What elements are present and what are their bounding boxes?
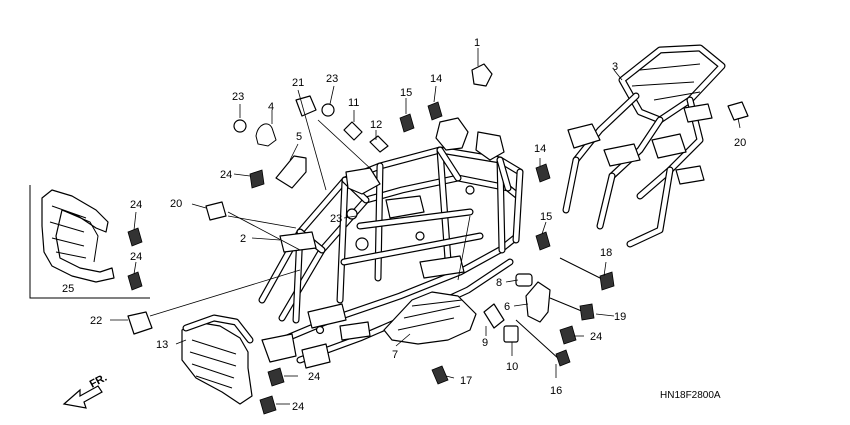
callout-19: 19	[614, 311, 626, 323]
callout-18: 18	[600, 247, 612, 259]
callout-24f: 24	[590, 331, 602, 343]
callout-3: 3	[612, 61, 618, 73]
callout-8: 8	[496, 277, 502, 289]
callout-2: 2	[240, 233, 246, 245]
callout-6: 6	[504, 301, 510, 313]
main-frame	[258, 117, 524, 369]
callout-24c: 24	[130, 251, 142, 263]
callout-11: 11	[348, 97, 359, 109]
callout-23c: 23	[330, 213, 342, 225]
rear-carrier-frame	[562, 44, 726, 248]
callout-17: 17	[460, 375, 472, 387]
callout-24d: 24	[308, 371, 320, 383]
diagram-code: HN18F2800A	[660, 390, 721, 401]
skid-plate	[383, 291, 477, 345]
arrow-icon	[62, 385, 103, 409]
front-guard	[181, 314, 254, 405]
callout-4: 4	[268, 101, 274, 113]
callout-23b: 23	[326, 73, 338, 85]
callout-15b: 15	[540, 211, 552, 223]
front-direction-arrow: FR.	[62, 372, 109, 409]
callout-24e: 24	[292, 401, 304, 413]
callout-15a: 15	[400, 87, 412, 99]
direction-label: FR.	[88, 372, 109, 391]
callout-24a: 24	[220, 169, 232, 181]
callout-14b: 14	[534, 143, 546, 155]
callout-16: 16	[550, 385, 562, 397]
callout-25: 25	[62, 283, 74, 295]
callout-12: 12	[370, 119, 382, 131]
callout-9: 9	[482, 337, 488, 349]
callout-20b: 20	[734, 137, 746, 149]
callouts: 1 2 3 4 5 6 7 8 9 10 11 12 13 14 14 15 1…	[62, 37, 746, 413]
leader-lines	[110, 48, 741, 405]
callout-21: 21	[292, 77, 304, 89]
callout-14a: 14	[430, 73, 442, 85]
callout-7: 7	[392, 349, 398, 361]
inset-box-front-guard	[29, 185, 150, 299]
small-parts	[127, 63, 749, 415]
callout-23a: 23	[232, 91, 244, 103]
callout-1: 1	[474, 37, 480, 49]
callout-13: 13	[156, 339, 168, 351]
callout-5: 5	[296, 131, 302, 143]
callout-10: 10	[506, 361, 518, 373]
callout-22: 22	[90, 315, 102, 327]
callout-24b: 24	[130, 199, 142, 211]
callout-20a: 20	[170, 198, 182, 210]
